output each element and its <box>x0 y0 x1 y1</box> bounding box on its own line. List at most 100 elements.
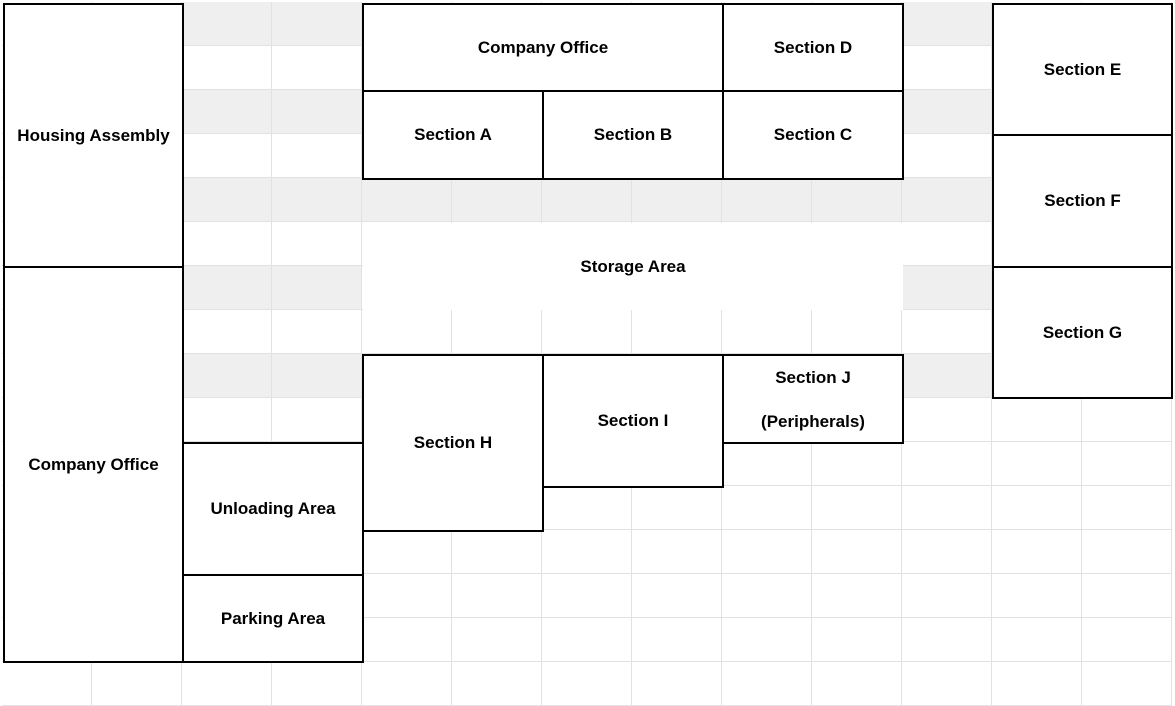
grid-cell <box>992 530 1082 574</box>
grid-cell <box>902 486 992 530</box>
grid-cell <box>812 574 902 618</box>
grid-cell <box>902 2 992 46</box>
grid-cell <box>812 618 902 662</box>
zone-label: Section B <box>593 125 673 144</box>
grid-cell <box>812 486 902 530</box>
grid-cell <box>632 530 722 574</box>
zone-housing-assembly[interactable]: Housing Assembly <box>3 3 184 268</box>
zone-section-c[interactable]: Section C <box>722 90 904 180</box>
grid-cell <box>542 530 632 574</box>
grid-cell <box>182 134 272 178</box>
grid-cell <box>182 662 272 706</box>
zone-label: Unloading Area <box>210 499 336 518</box>
grid-cell <box>1082 574 1172 618</box>
zone-company-office-left[interactable]: Company Office <box>3 266 184 663</box>
grid-cell <box>182 2 272 46</box>
grid-cell <box>902 178 992 222</box>
grid-cell <box>182 354 272 398</box>
zone-section-i[interactable]: Section I <box>542 354 724 488</box>
zone-section-f[interactable]: Section F <box>992 134 1173 268</box>
grid-cell <box>632 310 722 354</box>
grid-cell <box>902 662 992 706</box>
grid-cell <box>632 178 722 222</box>
grid-cell <box>182 90 272 134</box>
grid-cell <box>722 486 812 530</box>
grid-cell <box>902 618 992 662</box>
grid-cell <box>362 662 452 706</box>
grid-cell <box>362 530 452 574</box>
grid-cell <box>182 222 272 266</box>
grid-cell <box>182 310 272 354</box>
zone-label: Company Office <box>28 454 159 474</box>
zone-unloading-area[interactable]: Unloading Area <box>182 442 364 576</box>
grid-cell <box>812 662 902 706</box>
grid-cell <box>1082 442 1172 486</box>
zone-label: Section A <box>414 125 492 144</box>
grid-cell <box>992 398 1082 442</box>
zone-section-a[interactable]: Section A <box>362 90 544 180</box>
grid-cell <box>182 398 272 442</box>
grid-cell <box>542 574 632 618</box>
grid-cell <box>272 662 362 706</box>
grid-cell <box>812 178 902 222</box>
grid-cell <box>452 310 542 354</box>
zone-label: Section D <box>773 37 853 57</box>
grid-cell <box>2 662 92 706</box>
grid-cell <box>902 530 992 574</box>
zone-section-g[interactable]: Section G <box>992 266 1173 399</box>
zone-parking-area[interactable]: Parking Area <box>182 574 364 663</box>
zone-label: Section C <box>773 125 853 144</box>
grid-cell <box>182 178 272 222</box>
grid-cell <box>722 662 812 706</box>
grid-cell <box>362 574 452 618</box>
grid-cell <box>452 618 542 662</box>
grid-cell <box>362 310 452 354</box>
zone-section-b[interactable]: Section B <box>542 90 724 180</box>
grid-cell <box>902 310 992 354</box>
grid-cell <box>362 178 452 222</box>
grid-cell <box>542 618 632 662</box>
grid-cell <box>722 442 812 486</box>
grid-cell <box>272 46 362 90</box>
grid-cell <box>1082 486 1172 530</box>
grid-cell <box>992 574 1082 618</box>
grid-cell <box>632 486 722 530</box>
grid-cell <box>902 398 992 442</box>
grid-cell <box>992 662 1082 706</box>
grid-cell <box>632 618 722 662</box>
grid-cell <box>992 442 1082 486</box>
grid-cell <box>902 222 992 266</box>
grid-cell <box>272 134 362 178</box>
zone-label: Section J <box>775 368 851 387</box>
zone-label: Parking Area <box>220 608 326 628</box>
grid-cell <box>812 442 902 486</box>
zone-label: Storage Area <box>580 256 686 276</box>
grid-cell <box>362 618 452 662</box>
grid-cell <box>182 266 272 310</box>
grid-cell <box>902 90 992 134</box>
grid-cell <box>272 222 362 266</box>
grid-cell <box>902 134 992 178</box>
grid-cell <box>272 310 362 354</box>
zone-label: Section H <box>413 433 493 452</box>
grid-cell <box>272 90 362 134</box>
grid-cell <box>452 662 542 706</box>
grid-cell <box>542 178 632 222</box>
grid-cell <box>722 530 812 574</box>
grid-cell <box>722 618 812 662</box>
grid-cell <box>452 530 542 574</box>
zone-storage-area[interactable]: Storage Area <box>363 223 903 310</box>
zone-section-h[interactable]: Section H <box>362 354 544 532</box>
zone-section-d[interactable]: Section D <box>722 3 904 92</box>
grid-cell <box>632 662 722 706</box>
grid-cell <box>632 574 722 618</box>
grid-cell <box>272 2 362 46</box>
grid-cell <box>902 266 992 310</box>
zone-section-j[interactable]: Section J (Peripherals) <box>722 354 904 444</box>
zone-company-office-top[interactable]: Company Office <box>362 3 724 92</box>
zone-section-e[interactable]: Section E <box>992 3 1173 136</box>
grid-cell <box>272 398 362 442</box>
grid-cell <box>272 354 362 398</box>
grid-cell <box>722 178 812 222</box>
